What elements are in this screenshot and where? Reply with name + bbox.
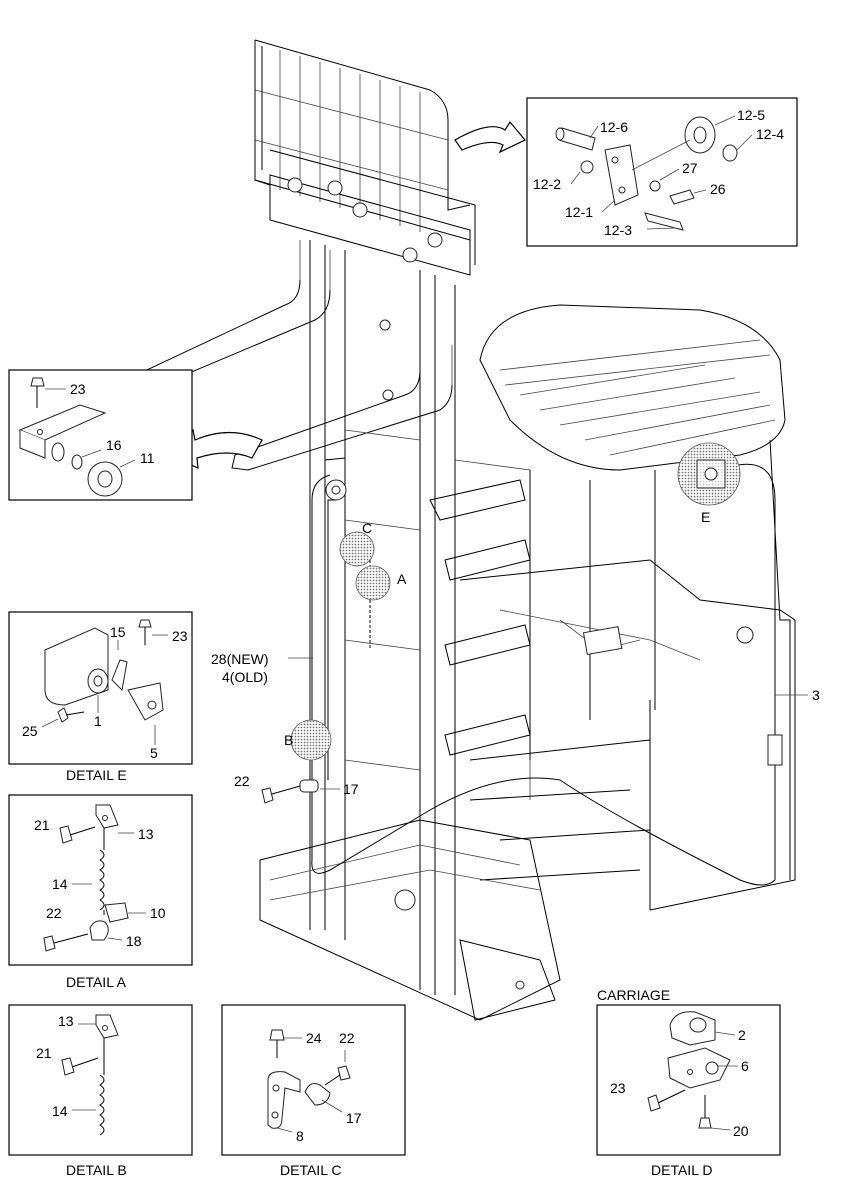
callout-10: 10 (150, 905, 166, 921)
overhead-guard (479, 304, 791, 880)
caption-detail-b: DETAIL B (66, 1162, 127, 1178)
marker-a: A (397, 571, 407, 587)
callout-8: 8 (296, 1128, 304, 1144)
callout-1: 1 (94, 713, 102, 729)
callout-26: 26 (710, 181, 726, 197)
callout-21-detail-a: 21 (34, 817, 50, 833)
callout-17-main: 17 (343, 781, 359, 797)
arrow-to-inset-12 (454, 120, 526, 154)
inset-fork-roller: 23 16 11 (8, 369, 193, 501)
main-assembly-drawing: C A B E 28(NEW) 4(OLD) 3 22 17 (109, 39, 820, 1021)
cable-path (311, 463, 776, 886)
chain-assembly (324, 457, 379, 780)
callout-18: 18 (126, 933, 142, 949)
callout-4-old: 4(OLD) (222, 669, 268, 685)
detail-marker-a-circle (355, 565, 391, 601)
callout-23-inset: 23 (70, 381, 86, 397)
caption-detail-a: DETAIL A (66, 974, 127, 990)
callout-12-1: 12-1 (565, 204, 593, 220)
callout-21-detail-b: 21 (36, 1045, 52, 1061)
callout-12-6: 12-6 (600, 119, 628, 135)
base-frame (259, 819, 561, 1021)
mast (309, 240, 531, 995)
callout-2: 2 (738, 1027, 746, 1043)
detail-marker-c-circle (339, 531, 375, 567)
callout-6: 6 (741, 1058, 749, 1074)
marker-b: B (284, 732, 293, 748)
callout-14-detail-a: 14 (52, 876, 68, 892)
callout-24: 24 (306, 1030, 322, 1046)
callout-27: 27 (682, 160, 698, 176)
truck-body (459, 559, 796, 911)
detail-a-panel: 21 13 14 22 10 18 DETAIL A (8, 794, 193, 990)
callout-11: 11 (140, 450, 155, 466)
callout-3: 3 (812, 687, 820, 703)
callout-22-detail-a: 22 (46, 905, 62, 921)
callout-13-detail-a: 13 (138, 826, 154, 842)
marker-c: C (362, 520, 372, 536)
callout-23-detail-d: 23 (610, 1080, 626, 1096)
callout-16: 16 (106, 437, 122, 453)
callout-22-main: 22 (234, 773, 250, 789)
callout-28-new: 28(NEW) (211, 651, 269, 667)
callout-12-2: 12-2 (533, 176, 561, 192)
callout-12-4: 12-4 (756, 126, 784, 142)
detail-d-panel: CARRIAGE 2 6 23 20 DETAIL D (596, 987, 781, 1178)
callout-13-detail-b: 13 (58, 1013, 74, 1029)
callout-5: 5 (150, 745, 158, 761)
callout-22-detail-c: 22 (339, 1030, 355, 1046)
callout-25: 25 (22, 723, 38, 739)
caption-detail-e: DETAIL E (66, 767, 127, 783)
detail-e-panel: 15 23 1 25 5 DETAIL E (8, 611, 193, 783)
detail-marker-e-hatch-overlay (696, 459, 726, 489)
carriage-plate (269, 174, 471, 401)
callout-17-detail-c: 17 (346, 1110, 362, 1126)
callout-12-5: 12-5 (737, 107, 765, 123)
load-backrest (254, 39, 476, 265)
callout-14-detail-b: 14 (52, 1103, 68, 1119)
callout-23-detail-e: 23 (172, 628, 188, 644)
detail-b-panel: 13 21 14 DETAIL B (8, 1004, 193, 1178)
detail-marker-b-circle (290, 719, 332, 761)
marker-e: E (701, 509, 710, 525)
caption-detail-c: DETAIL C (280, 1162, 341, 1178)
cable-plug (767, 734, 783, 766)
callout-12-3: 12-3 (604, 222, 632, 238)
callout-15: 15 (110, 624, 126, 640)
caption-detail-d: DETAIL D (651, 1162, 712, 1178)
clamp-and-bolt-main (261, 779, 319, 804)
caption-carriage: CARRIAGE (597, 987, 670, 1003)
callout-20: 20 (733, 1123, 749, 1139)
inset-roller-bracket: 12-6 12-5 12-4 12-2 27 26 12-1 12-3 (526, 97, 798, 247)
detail-c-panel: 24 22 17 8 DETAIL C (221, 1004, 406, 1178)
